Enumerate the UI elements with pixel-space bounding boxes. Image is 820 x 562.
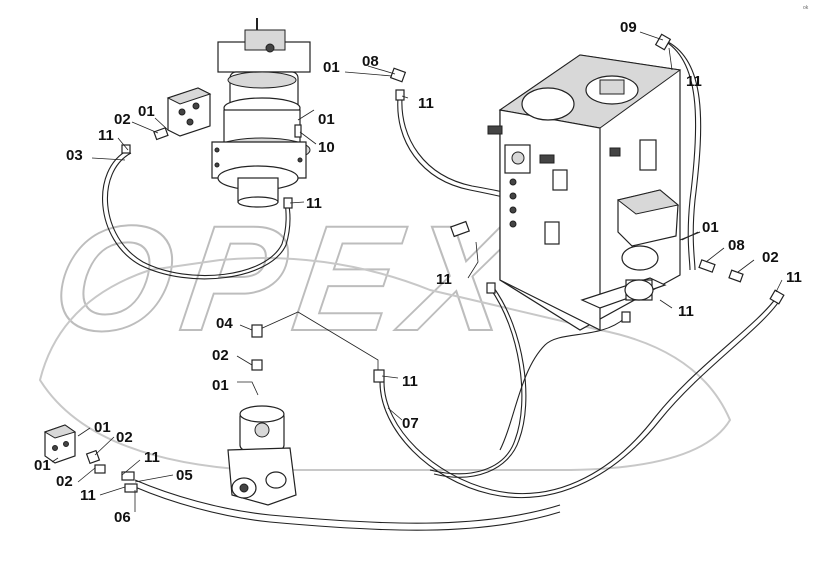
- callout-01-top: 01: [323, 59, 340, 76]
- hose-07-b: [383, 297, 777, 495]
- callout-01-left: 01: [138, 103, 155, 120]
- callout-11-g: 11: [144, 449, 160, 466]
- callout-02-left: 02: [114, 111, 131, 128]
- hose-mid-b: [433, 287, 527, 478]
- callout-08-right: 08: [728, 237, 745, 254]
- tank-ports-column: [509, 178, 517, 228]
- callout-05: 05: [176, 467, 193, 484]
- tank-valve: [616, 189, 701, 301]
- leader-lines: [51, 31, 783, 512]
- tank-port-1: [521, 87, 575, 121]
- callout-01-mid: 01: [318, 111, 335, 128]
- callout-11-d: 11: [436, 271, 452, 288]
- callout-04: 04: [216, 315, 233, 332]
- callout-01-right: 01: [702, 219, 719, 236]
- callout-11-b: 11: [686, 73, 702, 90]
- callout-02-mid: 02: [212, 347, 229, 364]
- hose-07: [379, 299, 781, 499]
- hose-06: [134, 486, 561, 531]
- hose-03: [102, 149, 291, 280]
- callout-labels: 09 01 08 11 11 01 10 01 02 11 03 11 01 0…: [34, 19, 802, 526]
- callout-11-e: 11: [678, 303, 694, 320]
- callout-10: 10: [318, 139, 335, 156]
- callout-07: 07: [402, 415, 419, 432]
- hose-09: [662, 39, 697, 271]
- callout-08-top: 08: [362, 53, 379, 70]
- valve-block-bottom: [43, 424, 77, 464]
- callout-01-bl2: 01: [34, 457, 51, 474]
- hose-right-low: [499, 317, 626, 451]
- callout-11-h: 11: [80, 487, 96, 504]
- callout-01-low: 01: [212, 377, 229, 394]
- callout-02-bl2: 02: [56, 473, 73, 490]
- hydraulic-tank: [487, 54, 682, 331]
- callout-06: 06: [114, 509, 131, 526]
- corner-mark: ok: [803, 5, 809, 11]
- callout-02-bl1: 02: [116, 429, 133, 446]
- swivel-cap: [244, 29, 286, 51]
- hoses: [102, 39, 781, 531]
- callout-02-right: 02: [762, 249, 779, 266]
- callout-11-right: 11: [786, 269, 802, 286]
- hose-03-inner: [106, 152, 287, 277]
- hose-mid: [429, 287, 523, 475]
- swing-motor: [227, 405, 297, 506]
- callout-09: 09: [620, 19, 637, 36]
- callout-11-left: 11: [98, 127, 114, 144]
- hose-top-08-b: [401, 97, 516, 196]
- callout-03: 03: [66, 147, 83, 164]
- watermark-gear: [38, 257, 732, 471]
- hose-05: [134, 479, 561, 524]
- callout-11-f: 11: [402, 373, 418, 390]
- swivel-joint: [211, 18, 311, 208]
- callout-11-a: 11: [418, 95, 434, 112]
- pilot-line-04: [257, 311, 379, 372]
- valve-block-left: [166, 87, 212, 137]
- callout-11-c: 11: [306, 195, 322, 212]
- watermark: OPEX: [44, 195, 532, 362]
- callout-01-bl1: 01: [94, 419, 111, 436]
- hose-09-b: [667, 41, 702, 271]
